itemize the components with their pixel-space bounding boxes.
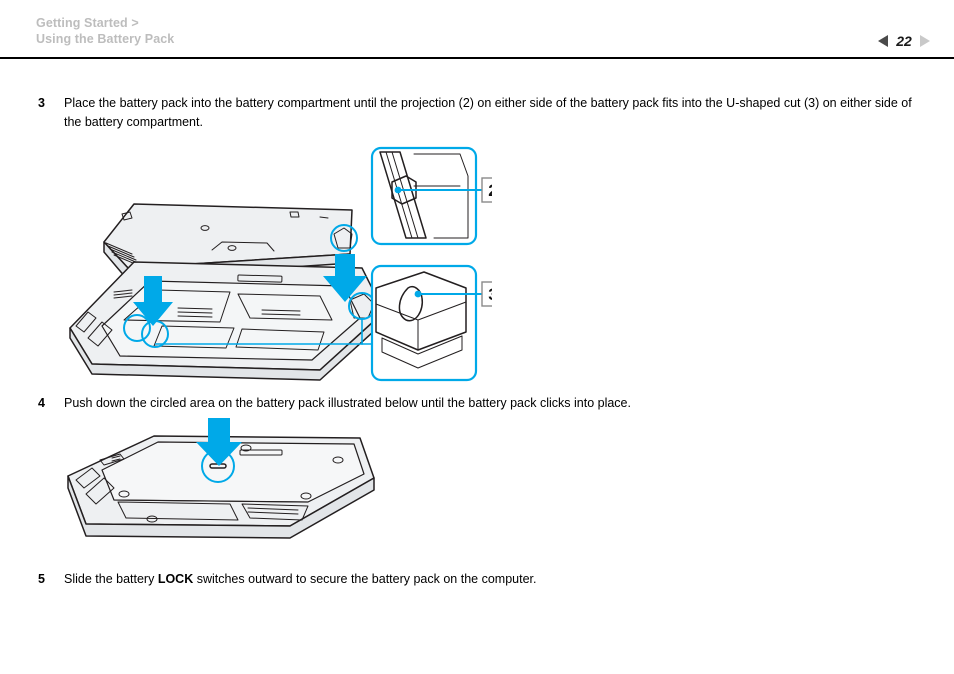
svg-text:2: 2 bbox=[488, 181, 492, 200]
triangle-right-icon[interactable] bbox=[920, 35, 930, 47]
step-3-number: 3 bbox=[38, 96, 45, 110]
highlight-circle-battery-left bbox=[123, 314, 151, 342]
callout-detail-2 bbox=[370, 146, 486, 246]
step-5-text-after: switches outward to secure the battery p… bbox=[193, 572, 537, 586]
breadcrumb-parent: Getting Started > bbox=[36, 16, 139, 30]
step-5-text: Slide the battery LOCK switches outward … bbox=[64, 570, 536, 589]
header-divider bbox=[0, 57, 954, 59]
breadcrumb-current: Using the Battery Pack bbox=[36, 32, 175, 46]
step-4-text: Push down the circled area on the batter… bbox=[64, 396, 631, 410]
step-5-number: 5 bbox=[38, 572, 45, 586]
figure-battery-installation: .ln { fill:none; stroke:#231f20; stroke-… bbox=[62, 142, 492, 390]
down-arrow-icon bbox=[196, 418, 242, 466]
step-5-text-before: Slide the battery bbox=[64, 572, 158, 586]
down-arrow-right-icon bbox=[323, 254, 367, 302]
step-5: 5 Slide the battery LOCK switches outwar… bbox=[38, 570, 838, 589]
page-number: 22 bbox=[896, 33, 912, 49]
step-3-text: Place the battery pack into the battery … bbox=[64, 96, 912, 129]
step-5-keyword-lock: LOCK bbox=[157, 572, 194, 586]
step-3: 3 Place the battery pack into the batter… bbox=[38, 94, 928, 131]
triangle-left-icon[interactable] bbox=[878, 35, 888, 47]
page-navigation: 22 bbox=[878, 32, 930, 50]
highlight-circle-battery-right bbox=[330, 224, 358, 252]
step-4-number: 4 bbox=[38, 396, 45, 410]
step-4: 4 Push down the circled area on the batt… bbox=[38, 394, 838, 413]
figure-push-down-battery: .l2 { fill:none; stroke:#231f20; stroke-… bbox=[62, 416, 392, 556]
down-arrow-left-icon bbox=[133, 276, 173, 326]
callout-number-box-3: 3 bbox=[481, 281, 492, 307]
page-header: Getting Started > Using the Battery Pack… bbox=[0, 0, 954, 59]
callout-number-box-2: 2 bbox=[481, 177, 492, 203]
callout-detail-3 bbox=[370, 264, 486, 382]
svg-text:3: 3 bbox=[488, 285, 492, 304]
breadcrumb: Getting Started > Using the Battery Pack bbox=[36, 15, 174, 47]
